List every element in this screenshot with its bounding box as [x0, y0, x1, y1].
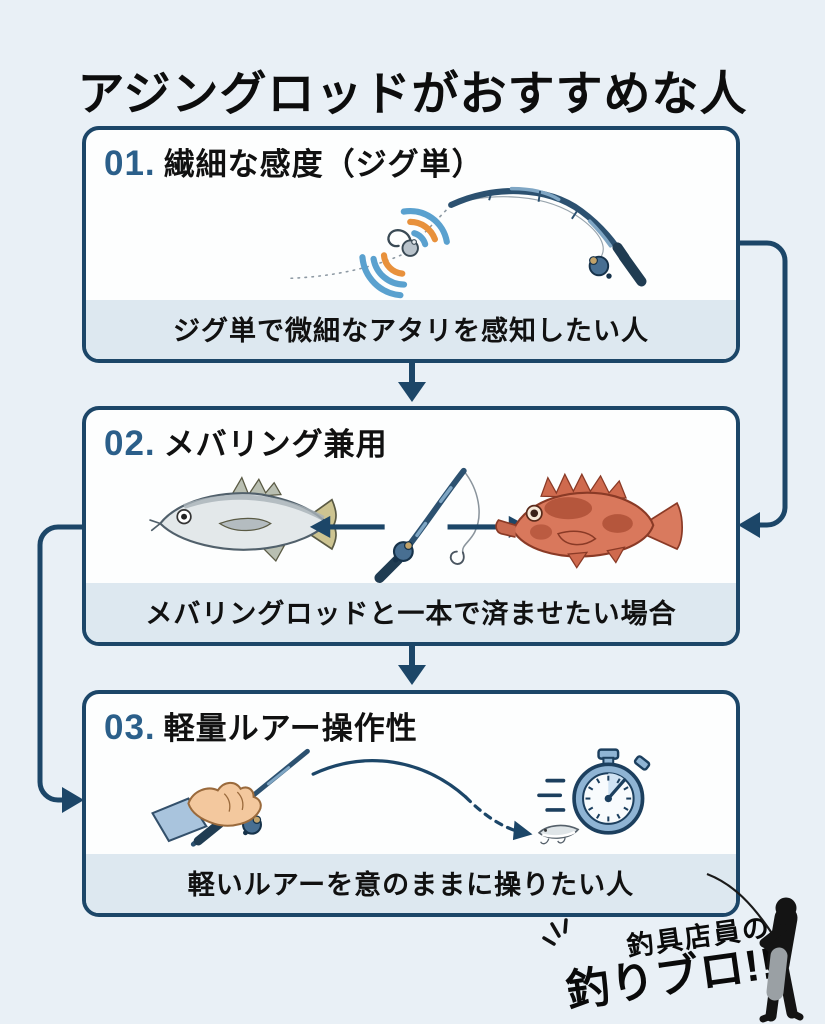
card-header: 02. メバリング兼用 — [86, 410, 736, 464]
sonar-jighead-rod-illustration — [86, 184, 736, 300]
card-header: 01. 繊細な感度（ジグ単） — [86, 130, 736, 184]
two-fish-one-rod-illustration — [86, 464, 736, 583]
speed-lines-icon — [537, 778, 566, 812]
card-caption: メバリングロッドと一本で済ませたい場合 — [86, 583, 736, 642]
card-header: 03. 軽量ルアー操作性 — [86, 694, 736, 748]
aji-fish-icon — [149, 476, 337, 562]
card-caption: ジグ単で微細なアタリを感知したい人 — [86, 300, 736, 359]
card-heading: 繊細な感度（ジグ単） — [163, 147, 484, 182]
down-arrow-icon — [398, 361, 426, 402]
card-heading: メバリング兼用 — [163, 427, 388, 462]
left-arrow-icon — [309, 515, 385, 538]
connector-card1-to-card2-icon — [738, 240, 788, 538]
hand-holding-rod-icon — [151, 748, 310, 847]
card-sensitivity: 01. 繊細な感度（ジグ単） — [82, 126, 740, 363]
card-caption: 軽いルアーを意のままに操りたい人 — [86, 854, 736, 913]
card-number: 01. — [104, 144, 156, 183]
mebaru-fish-icon — [495, 472, 683, 569]
bent-rod-sonar-icon — [288, 186, 647, 299]
stopwatch-icon — [572, 748, 651, 835]
card-number: 02. — [104, 424, 156, 463]
cast-trajectory-arrow-icon — [311, 759, 533, 841]
hand-cast-stopwatch-icon — [151, 748, 651, 847]
mebaru-rod-icon — [374, 467, 480, 583]
aji-rod-mebaru-icon — [149, 467, 683, 583]
down-arrow-icon — [398, 644, 426, 685]
emphasis-lines-icon — [542, 918, 568, 946]
card-mebaru-dual-use: 02. メバリング兼用 — [82, 406, 740, 646]
card-heading: 軽量ルアー操作性 — [163, 711, 418, 746]
casting-stopwatch-illustration — [86, 748, 736, 854]
page-title: アジングロッドがおすすめな人 — [77, 67, 748, 121]
angler-silhouette-icon — [706, 872, 804, 1023]
card-light-lure-control: 03. 軽量ルアー操作性 — [82, 690, 740, 917]
small-lure-icon — [537, 824, 580, 845]
card-number: 03. — [104, 708, 156, 747]
connector-card2-to-card3-icon — [37, 524, 84, 813]
